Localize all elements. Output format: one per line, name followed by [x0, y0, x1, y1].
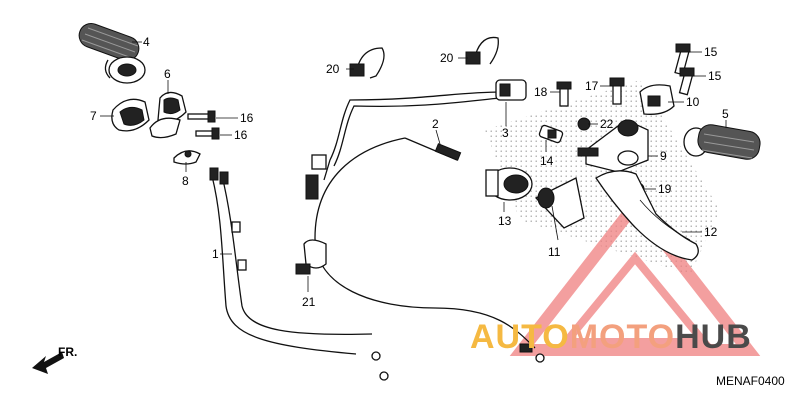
holder-clamp: [639, 84, 675, 115]
cable-band: [295, 239, 327, 275]
callout-8: 8: [182, 174, 189, 188]
callout-2: 2: [432, 117, 439, 131]
clutch-cable: [314, 137, 545, 363]
bolt-15-upper: [674, 43, 691, 76]
front-direction-indicator: FR.: [32, 345, 77, 374]
throttle-housing-lower: [111, 98, 150, 132]
diagram-code: MENAF0400: [716, 374, 785, 388]
callout-22: 22: [600, 117, 614, 131]
callout-4: 4: [143, 35, 150, 49]
wire-clamp-left: [349, 47, 385, 79]
direction-label: FR.: [58, 345, 77, 359]
throttle-grip: [78, 23, 146, 84]
throttle-housing-upper: [149, 91, 187, 139]
callout-17: 17: [585, 79, 599, 93]
callout-16a: 16: [240, 111, 254, 125]
lever-holder: [534, 177, 585, 229]
callout-6: 6: [164, 67, 171, 81]
callout-20a: 20: [326, 62, 340, 76]
cable-guide: [173, 150, 201, 165]
bolt-15-lower: [678, 67, 695, 96]
lever-bracket: [577, 119, 649, 173]
callout-1: 1: [212, 247, 219, 261]
callout-11: 11: [548, 245, 561, 259]
callout-16b: 16: [234, 128, 248, 142]
callout-20b: 20: [440, 51, 454, 65]
callout-3: 3: [502, 126, 509, 140]
bolt-pair: [187, 110, 220, 140]
callout-12: 12: [704, 225, 718, 239]
callout-14: 14: [540, 154, 554, 168]
clutch-lever: [595, 170, 699, 261]
callout-9: 9: [660, 149, 667, 163]
callout-7: 7: [90, 109, 97, 123]
clutch-switch-harness: [305, 79, 527, 200]
wire-clamp-right: [465, 36, 499, 65]
callout-labels: 4 6 7 16 16 8 1 20 20 3 18 17 15 15 10 5…: [90, 35, 729, 309]
callout-15a: 15: [704, 45, 718, 59]
clutch-lever-holder: [485, 167, 533, 201]
bolt-17: [609, 77, 625, 105]
callout-21: 21: [302, 295, 316, 309]
watermark-triangle: [509, 195, 761, 356]
watermark-text: AUTOMOTOHUB: [470, 318, 752, 356]
callout-18: 18: [534, 85, 548, 99]
callout-10: 10: [686, 95, 700, 109]
throttle-cables: [209, 167, 389, 381]
callout-5: 5: [722, 107, 729, 121]
direction-arrow-icon: [32, 352, 64, 374]
callout-13: 13: [498, 214, 512, 228]
bolt-18: [556, 81, 572, 107]
callout-19: 19: [658, 182, 672, 196]
leader-lines: [100, 41, 727, 292]
left-grip: [683, 124, 761, 160]
cable-adjuster: [538, 124, 564, 144]
callout-15b: 15: [708, 69, 722, 83]
